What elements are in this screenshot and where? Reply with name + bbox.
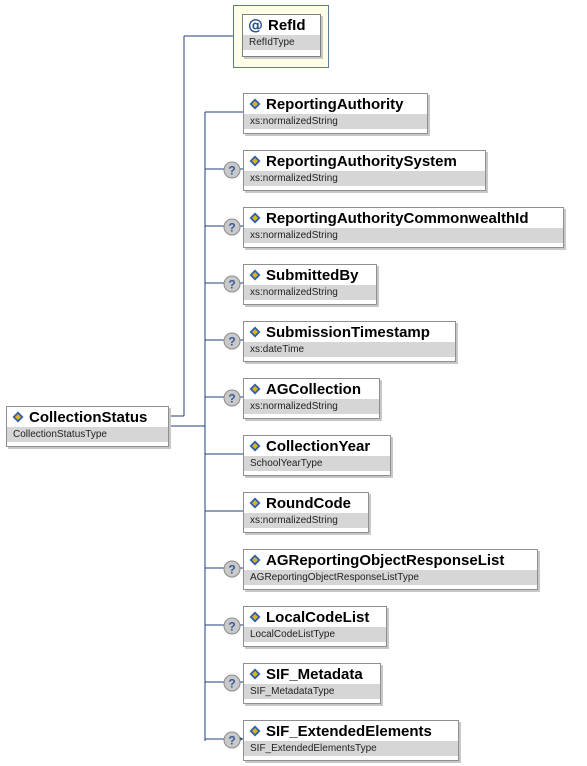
root-element-type: CollectionStatusType bbox=[7, 427, 168, 442]
element-diamond-icon bbox=[249, 611, 261, 623]
question-mark-icon: ? bbox=[223, 731, 241, 749]
element-title: SubmissionTimestamp bbox=[244, 322, 455, 342]
element-type: xs:normalizedString bbox=[244, 228, 563, 243]
element-title: SIF_ExtendedElements bbox=[244, 721, 458, 741]
element-title: SubmittedBy bbox=[244, 265, 376, 285]
element-diamond-icon bbox=[249, 440, 261, 452]
element-node-reporting-authority[interactable]: ReportingAuthority xs:normalizedString bbox=[243, 93, 428, 134]
element-name: RoundCode bbox=[266, 494, 351, 512]
attribute-group: @ RefId RefIdType bbox=[233, 5, 329, 68]
element-title: LocalCodeList bbox=[244, 607, 386, 627]
element-name: SIF_ExtendedElements bbox=[266, 722, 432, 740]
question-mark-icon: ? bbox=[223, 674, 241, 692]
question-mark-icon: ? bbox=[223, 389, 241, 407]
element-type: xs:dateTime bbox=[244, 342, 455, 357]
element-name: ReportingAuthorityCommonwealthId bbox=[266, 209, 529, 227]
svg-text:?: ? bbox=[228, 734, 235, 748]
element-type: xs:normalizedString bbox=[244, 285, 376, 300]
element-name: ReportingAuthority bbox=[266, 95, 404, 113]
element-title: AGReportingObjectResponseList bbox=[244, 550, 537, 570]
element-title: RoundCode bbox=[244, 493, 368, 513]
element-name: SIF_Metadata bbox=[266, 665, 363, 683]
element-node-sif-metadata[interactable]: SIF_Metadata SIF_MetadataType bbox=[243, 663, 381, 704]
root-element-title: CollectionStatus bbox=[7, 407, 168, 427]
svg-text:?: ? bbox=[228, 563, 235, 577]
element-node-submission-timestamp[interactable]: SubmissionTimestamp xs:dateTime bbox=[243, 321, 456, 362]
element-diamond-icon bbox=[249, 668, 261, 680]
element-diamond-icon bbox=[249, 383, 261, 395]
svg-text:?: ? bbox=[228, 677, 235, 691]
svg-text:?: ? bbox=[228, 164, 235, 178]
element-node-ag-collection[interactable]: AGCollection xs:normalizedString bbox=[243, 378, 380, 419]
question-mark-icon: ? bbox=[223, 275, 241, 293]
attribute-name: RefId bbox=[268, 16, 306, 34]
element-name: AGCollection bbox=[266, 380, 362, 398]
attribute-title: @ RefId bbox=[243, 15, 320, 35]
question-mark-icon: ? bbox=[223, 332, 241, 350]
attribute-type: RefIdType bbox=[243, 35, 320, 50]
svg-text:?: ? bbox=[228, 620, 235, 634]
element-name: AGReportingObjectResponseList bbox=[266, 551, 505, 569]
element-title: ReportingAuthority bbox=[244, 94, 427, 114]
element-type: SIF_MetadataType bbox=[244, 684, 380, 699]
element-name: CollectionYear bbox=[266, 437, 371, 455]
element-node-ag-reporting-object-response-list[interactable]: AGReportingObjectResponseList AGReportin… bbox=[243, 549, 538, 590]
element-node-round-code[interactable]: RoundCode xs:normalizedString bbox=[243, 492, 369, 533]
svg-text:?: ? bbox=[228, 221, 235, 235]
element-type: xs:normalizedString bbox=[244, 399, 379, 414]
element-diamond-icon bbox=[12, 411, 24, 423]
root-element-node[interactable]: CollectionStatus CollectionStatusType bbox=[6, 406, 169, 447]
at-sign-icon: @ bbox=[248, 16, 263, 34]
svg-text:?: ? bbox=[228, 278, 235, 292]
question-mark-icon: ? bbox=[223, 560, 241, 578]
svg-text:?: ? bbox=[228, 335, 235, 349]
element-diamond-icon bbox=[249, 155, 261, 167]
element-type: SchoolYearType bbox=[244, 456, 390, 471]
element-type: AGReportingObjectResponseListType bbox=[244, 570, 537, 585]
element-diamond-icon bbox=[249, 497, 261, 509]
element-title: ReportingAuthorityCommonwealthId bbox=[244, 208, 563, 228]
svg-text:?: ? bbox=[228, 392, 235, 406]
element-diamond-icon bbox=[249, 98, 261, 110]
element-type: xs:normalizedString bbox=[244, 513, 368, 528]
element-name: SubmissionTimestamp bbox=[266, 323, 430, 341]
element-type: SIF_ExtendedElementsType bbox=[244, 741, 458, 756]
element-diamond-icon bbox=[249, 212, 261, 224]
element-diamond-icon bbox=[249, 725, 261, 737]
element-name: SubmittedBy bbox=[266, 266, 359, 284]
question-mark-icon: ? bbox=[223, 161, 241, 179]
element-type: LocalCodeListType bbox=[244, 627, 386, 642]
element-title: CollectionYear bbox=[244, 436, 390, 456]
element-node-local-code-list[interactable]: LocalCodeList LocalCodeListType bbox=[243, 606, 387, 647]
element-diamond-icon bbox=[249, 554, 261, 566]
element-node-sif-extended-elements[interactable]: SIF_ExtendedElements SIF_ExtendedElement… bbox=[243, 720, 459, 761]
element-type: xs:normalizedString bbox=[244, 114, 427, 129]
element-node-reporting-authority-system[interactable]: ReportingAuthoritySystem xs:normalizedSt… bbox=[243, 150, 486, 191]
root-element-name: CollectionStatus bbox=[29, 408, 148, 426]
question-mark-icon: ? bbox=[223, 617, 241, 635]
element-name: LocalCodeList bbox=[266, 608, 370, 626]
element-title: SIF_Metadata bbox=[244, 664, 380, 684]
question-mark-icon: ? bbox=[223, 218, 241, 236]
element-type: xs:normalizedString bbox=[244, 171, 485, 186]
element-node-collection-year[interactable]: CollectionYear SchoolYearType bbox=[243, 435, 391, 476]
element-diamond-icon bbox=[249, 326, 261, 338]
element-diamond-icon bbox=[249, 269, 261, 281]
element-title: ReportingAuthoritySystem bbox=[244, 151, 485, 171]
element-title: AGCollection bbox=[244, 379, 379, 399]
element-name: ReportingAuthoritySystem bbox=[266, 152, 457, 170]
attribute-node[interactable]: @ RefId RefIdType bbox=[242, 14, 321, 57]
element-node-reporting-authority-commonwealth-id[interactable]: ReportingAuthorityCommonwealthId xs:norm… bbox=[243, 207, 564, 248]
element-node-submitted-by[interactable]: SubmittedBy xs:normalizedString bbox=[243, 264, 377, 305]
